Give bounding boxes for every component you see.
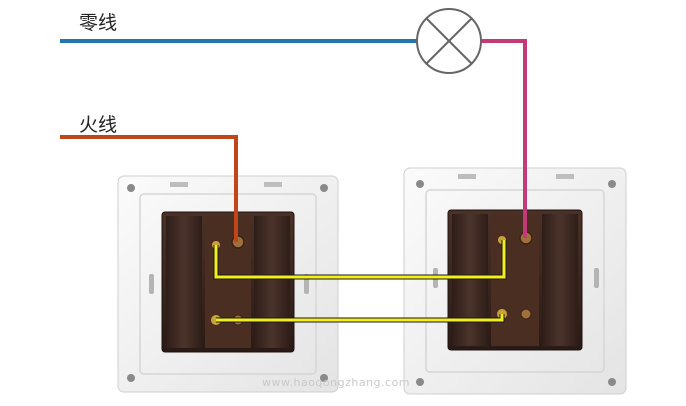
switch-right-screw-bl xyxy=(416,378,424,386)
switch-right-rocker-r xyxy=(542,214,578,346)
traveler-wire-upper-core xyxy=(214,240,506,279)
switch-right-terminal-l3 xyxy=(520,308,532,320)
switch-right-slot-r xyxy=(594,268,599,288)
switch-left-frame xyxy=(139,193,317,375)
switch-right-screw-tl xyxy=(416,180,424,188)
switch-left-tab-top xyxy=(170,182,188,187)
switch-right-rocker-l xyxy=(452,214,488,346)
switch-right xyxy=(403,167,627,395)
switch-left-slot-l xyxy=(149,274,154,294)
switch-left-screw-br xyxy=(320,374,328,382)
neutral-wire-label: 零线 xyxy=(79,12,118,34)
switch-left-rocker-r xyxy=(254,216,290,348)
switch-left-screw-bl xyxy=(127,374,135,382)
switch-left-rocker-l xyxy=(166,216,202,348)
live-wire-label: 火线 xyxy=(79,114,118,136)
switch-right-terminal-block xyxy=(491,214,539,346)
switch-left-tab-top2 xyxy=(264,182,282,187)
switch-right-screw-br xyxy=(608,378,616,386)
live-wire xyxy=(60,135,238,242)
traveler-wire-lower-core xyxy=(216,314,504,322)
switch-left-screw-tr xyxy=(320,184,328,192)
switch-right-frame xyxy=(425,189,605,373)
switch-left xyxy=(117,175,339,393)
lamp-symbol xyxy=(416,8,482,74)
switch-left-terminal-block xyxy=(205,216,251,348)
switch-left-screw-tl xyxy=(127,184,135,192)
switch-right-tab-top xyxy=(458,174,476,179)
lamp-wire xyxy=(481,39,527,238)
switch-right-tab-top2 xyxy=(556,174,574,179)
watermark: www.haoqongzhang.com xyxy=(262,376,411,389)
switch-right-screw-tr xyxy=(608,180,616,188)
